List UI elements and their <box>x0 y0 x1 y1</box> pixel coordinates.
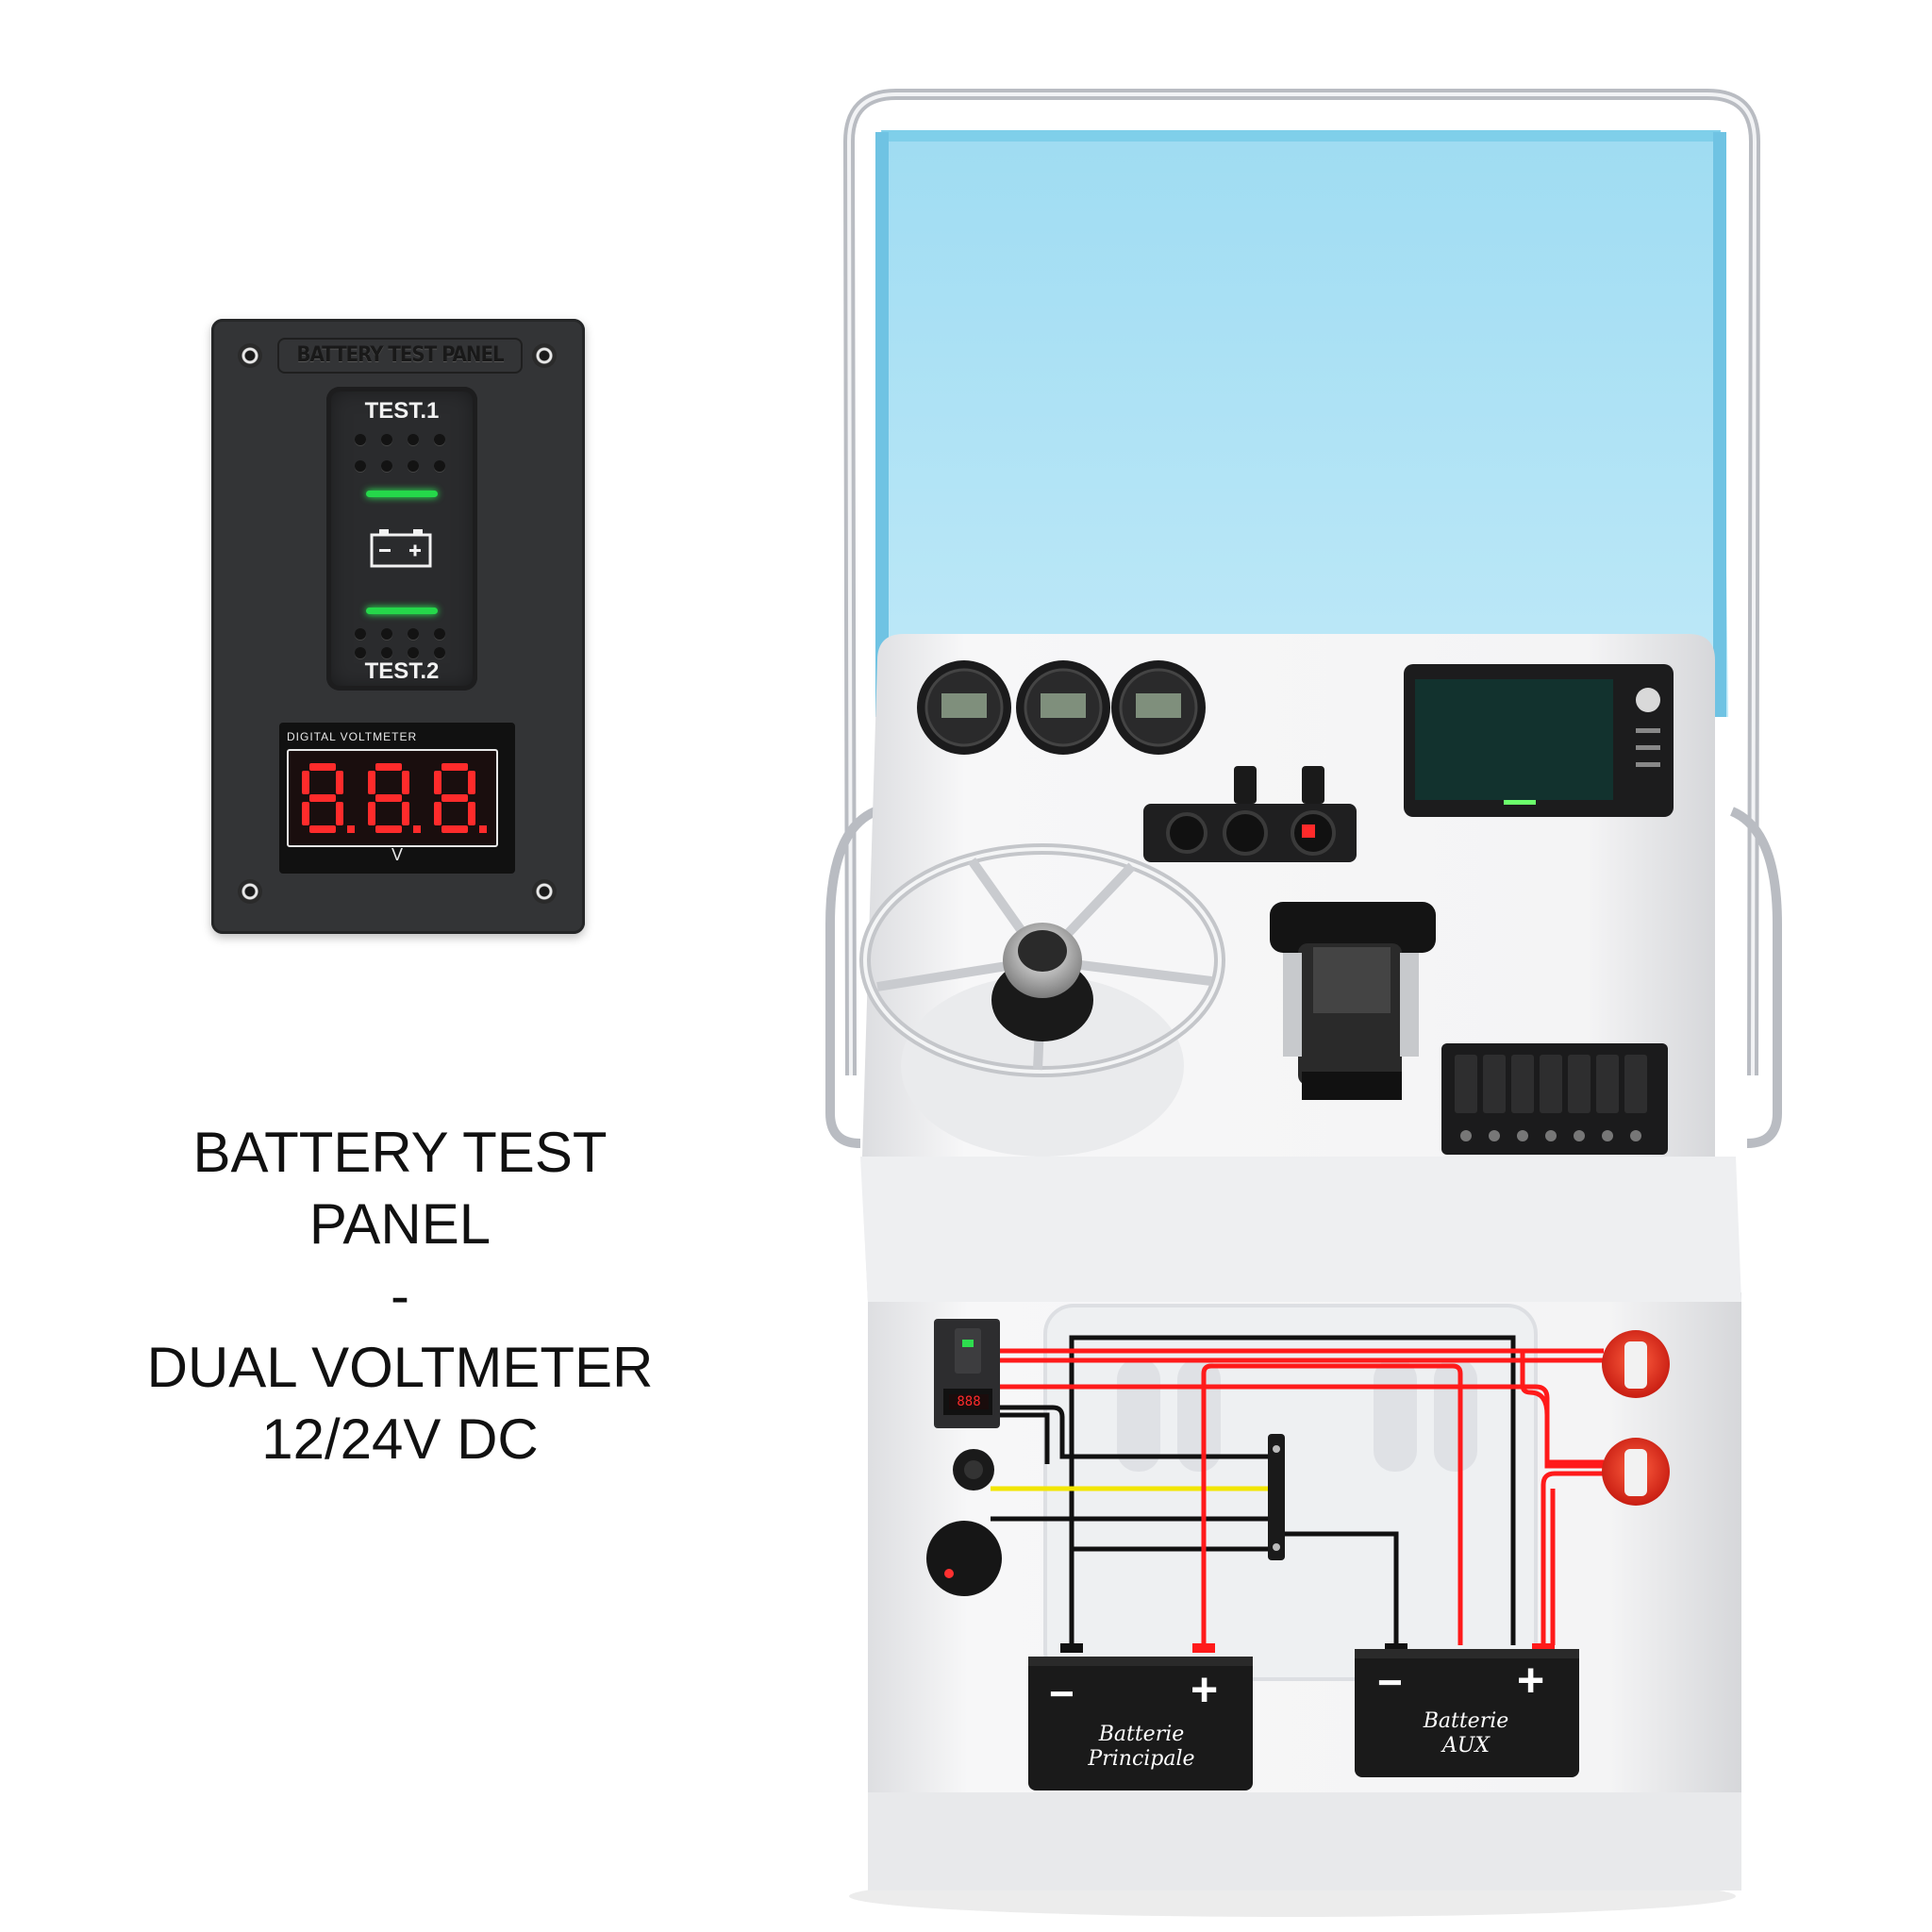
screw-bottom-right <box>532 879 557 904</box>
battery-aux-plus: + <box>1517 1654 1545 1707</box>
battery-main-minus: − <box>1049 1669 1074 1718</box>
grip-dot <box>381 647 392 658</box>
socket-plate <box>1143 766 1357 862</box>
segment-c <box>468 802 475 825</box>
grip-dot <box>408 647 419 658</box>
segment-d <box>309 825 336 833</box>
caption-line-2: PANEL <box>308 1192 491 1256</box>
voltmeter-unit: V <box>391 845 403 864</box>
chartplotter <box>1404 664 1674 817</box>
grip-dot <box>381 628 392 640</box>
panel-title: BATTERY TEST PANEL <box>277 338 523 374</box>
grip-dot <box>434 460 445 472</box>
segment-f <box>368 771 375 794</box>
product-caption: BATTERY TEST PANEL - DUAL VOLTMETER 12/2… <box>94 1117 706 1475</box>
bus-bar <box>1268 1434 1285 1560</box>
caption-line-3: - <box>391 1264 409 1327</box>
red-wires <box>1000 1348 1604 1645</box>
segment-c <box>402 802 409 825</box>
segment-e <box>434 802 441 825</box>
segment-a <box>309 763 336 771</box>
segment-d <box>375 825 402 833</box>
voltmeter: DIGITAL VOLTMETER V <box>279 723 515 874</box>
battery-aux-label-line2: AUX <box>1441 1734 1491 1757</box>
segment-e <box>368 802 375 825</box>
segment-g <box>375 794 402 802</box>
battery-main <box>1028 1643 1253 1790</box>
caption-line-1: BATTERY TEST <box>192 1121 608 1184</box>
battery-isolator <box>926 1521 1002 1596</box>
decimal-point <box>479 825 487 833</box>
segment-e <box>302 802 309 825</box>
voltmeter-display <box>287 749 498 847</box>
switch-top-label: TEST.1 <box>364 398 440 424</box>
battery-switch-2 <box>1602 1438 1670 1506</box>
voltmeter-caption: DIGITAL VOLTMETER <box>287 730 418 743</box>
screw-bottom-left <box>238 879 262 904</box>
decimal-point <box>413 825 421 833</box>
screw-top-right <box>532 343 557 368</box>
dashboard-switch-panel <box>1441 1043 1668 1155</box>
battery-main-label: Batterie Principale <box>1066 1723 1217 1772</box>
switch-bottom-label: TEST.2 <box>364 658 440 684</box>
grip-dot <box>355 628 366 640</box>
segment-g <box>309 794 336 802</box>
green-led-top <box>366 491 438 497</box>
battery-main-label-line2: Principale <box>1088 1747 1195 1771</box>
battery-aux-label-line1: Batterie <box>1423 1709 1509 1733</box>
grip-dot <box>355 460 366 472</box>
grip-dot <box>434 434 445 445</box>
grip-dot <box>381 460 392 472</box>
grip-dot <box>408 628 419 640</box>
segment-a <box>375 763 402 771</box>
steering-wheel <box>859 843 1225 1157</box>
black-wires <box>991 1335 1516 1645</box>
grip-dot <box>408 434 419 445</box>
battery-aux-label: Batterie AUX <box>1391 1709 1541 1758</box>
grip-dot <box>381 434 392 445</box>
grip-dot <box>408 460 419 472</box>
throttle-control <box>1270 902 1436 1100</box>
segment-c <box>336 802 343 825</box>
grip-dot <box>434 647 445 658</box>
segment-g <box>441 794 468 802</box>
segment-f <box>434 771 441 794</box>
battery-main-label-line1: Batterie <box>1098 1723 1185 1746</box>
green-led-bottom <box>366 608 438 614</box>
battery-test-panel: BATTERY TEST PANEL TEST.1 <box>211 319 585 934</box>
seven-segment-reading <box>302 763 487 833</box>
rocker-switch[interactable]: TEST.1 <box>326 387 477 691</box>
mini-voltmeter-reading: 888 <box>949 1394 989 1409</box>
windshield-glass <box>875 130 1728 717</box>
caption-line-4: DUAL VOLTMETER <box>146 1336 654 1399</box>
segment-f <box>302 771 309 794</box>
grip-dot <box>355 434 366 445</box>
battery-aux <box>1355 1643 1579 1777</box>
decimal-point <box>347 825 355 833</box>
battery-icon <box>370 529 432 568</box>
grip-dot <box>434 628 445 640</box>
battery-main-plus: + <box>1191 1663 1219 1716</box>
battery-switch-1 <box>1602 1330 1670 1398</box>
caption-line-5: 12/24V DC <box>261 1407 539 1471</box>
round-gauges <box>917 660 1206 755</box>
battery-aux-minus: − <box>1377 1657 1403 1707</box>
screw-top-left <box>238 343 262 368</box>
segment-d <box>441 825 468 833</box>
segment-b <box>402 771 409 794</box>
mini-test-panel <box>934 1319 1000 1428</box>
segment-b <box>468 771 475 794</box>
segment-a <box>441 763 468 771</box>
segment-b <box>336 771 343 794</box>
grip-dot <box>355 647 366 658</box>
